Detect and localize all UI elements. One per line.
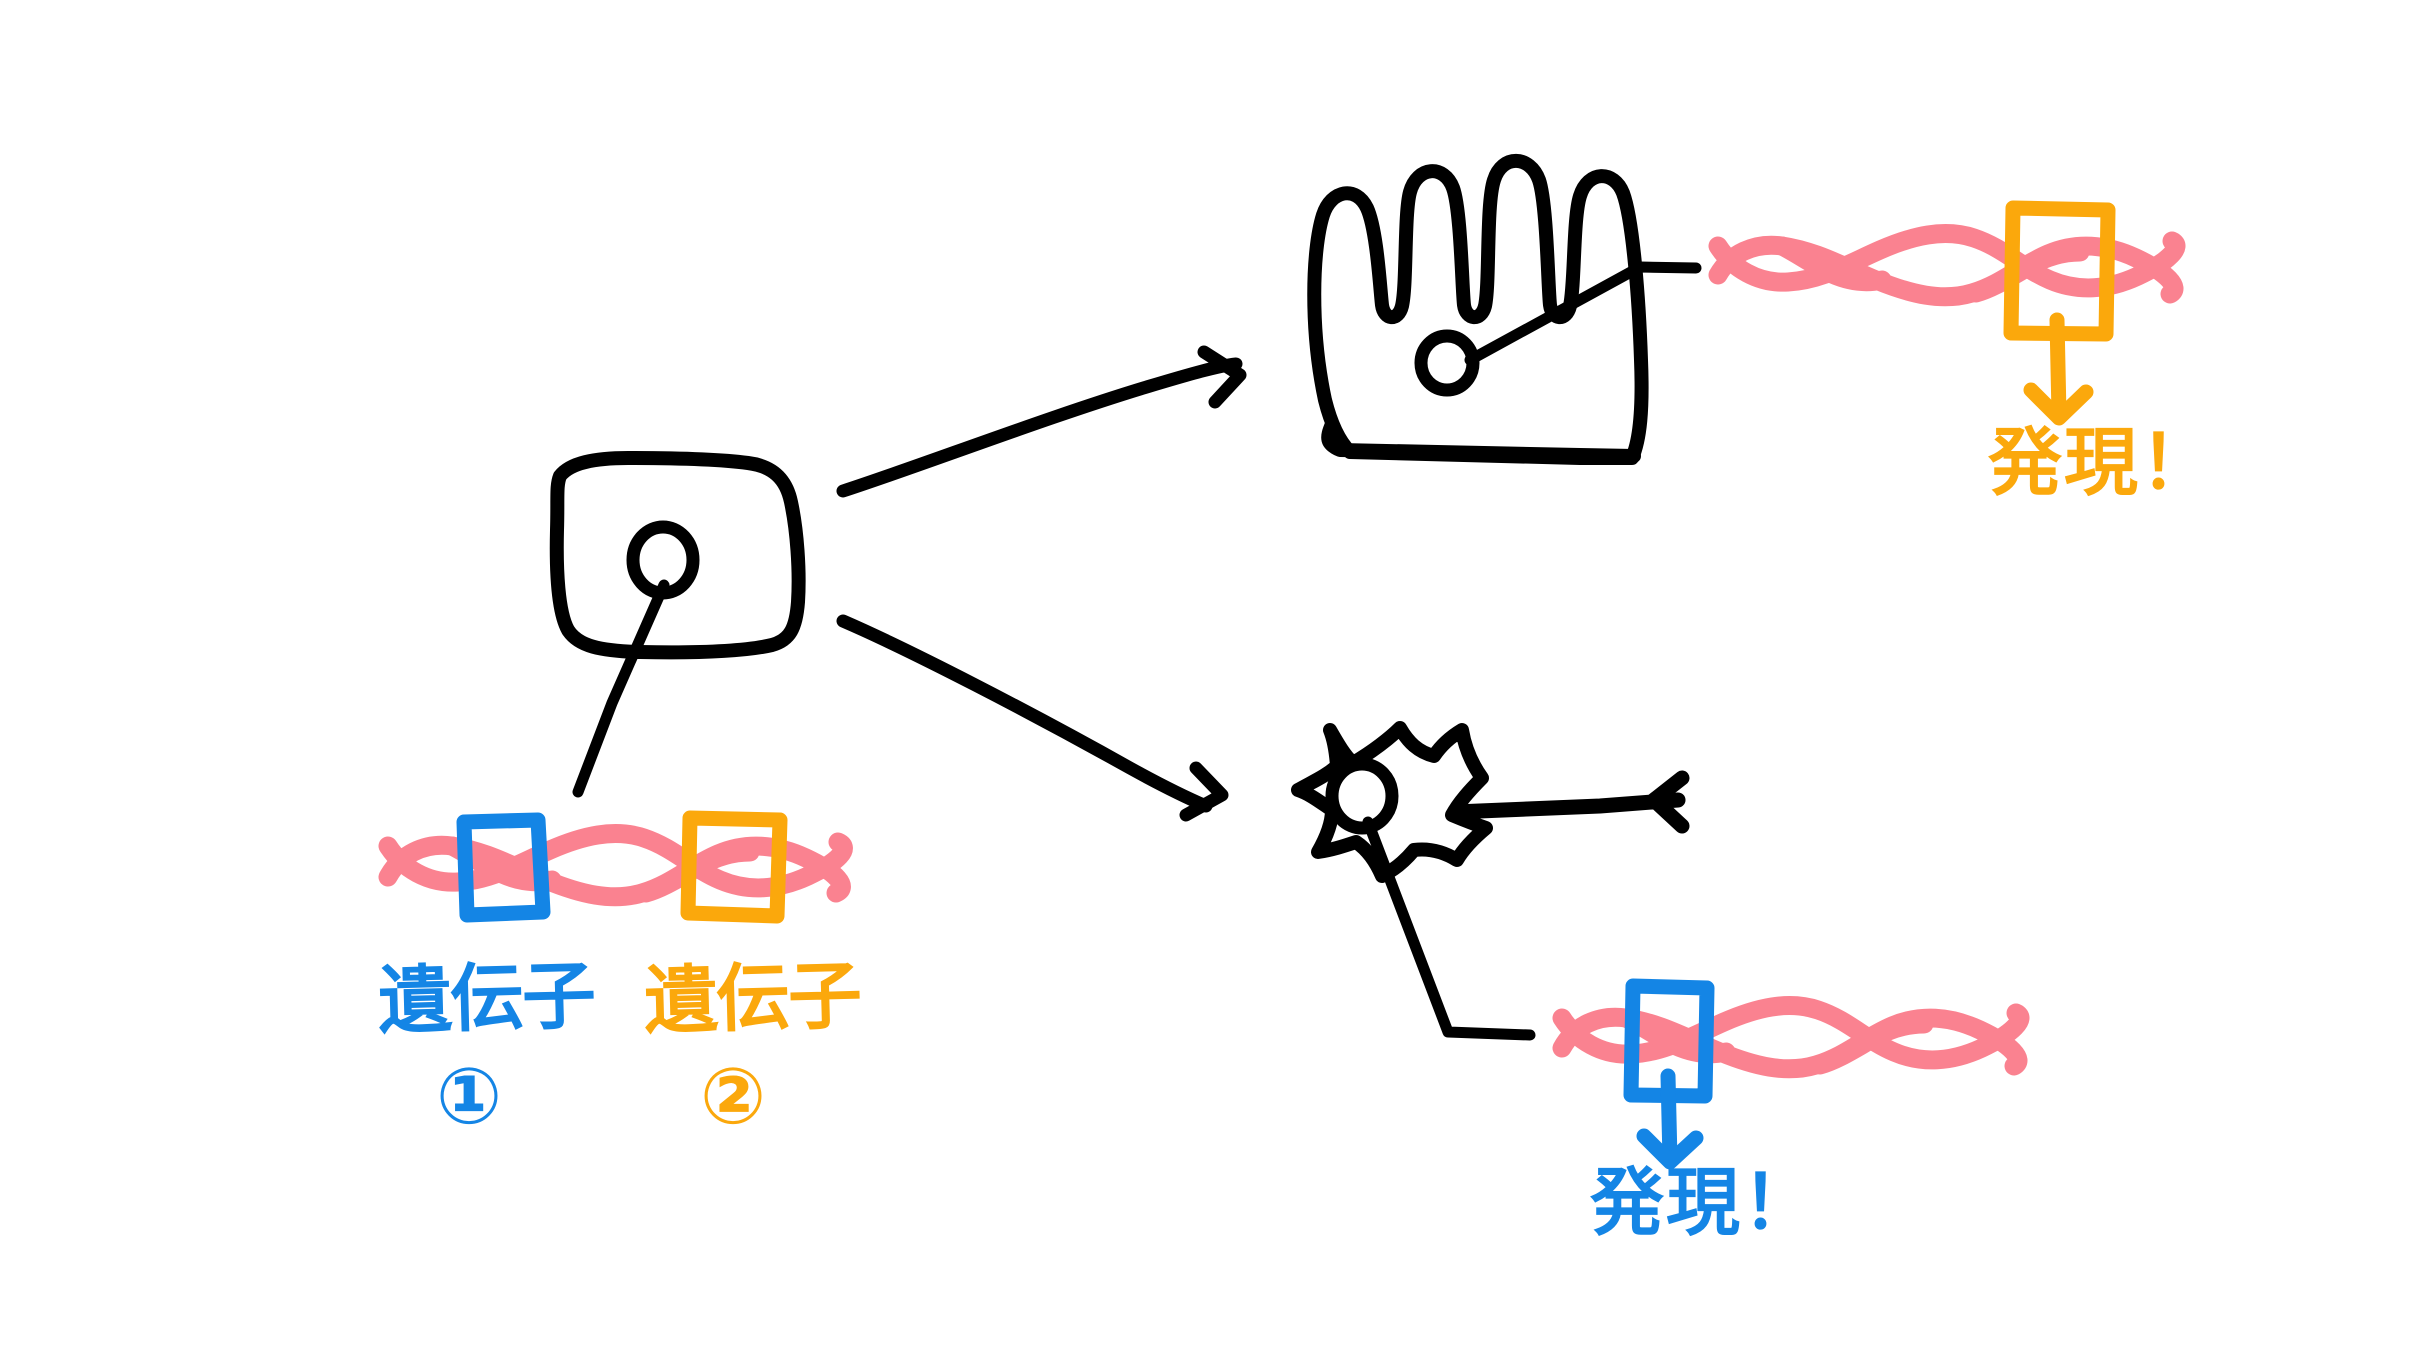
- neuron-axon: [1447, 792, 1686, 820]
- arrow-upper-shaft: [836, 357, 1243, 498]
- arrow-upper-head: [1197, 345, 1247, 409]
- hand-cell-dna-leader: [1464, 261, 1702, 366]
- blue-down-arrow: [1636, 1068, 1704, 1170]
- dna-strand-b: [378, 824, 853, 898]
- orange-down-arrow: [2023, 312, 2094, 426]
- neuron-dna-highlight-box: [1623, 978, 1715, 1104]
- expression-label-orange: 発現！: [1988, 420, 2216, 506]
- neuron-dna-leader: [1362, 816, 1536, 1041]
- gene1-highlight-box: [456, 812, 551, 923]
- orange-arrow-shaft: [2049, 312, 2067, 423]
- hand-cell-base-edge: [1321, 417, 1641, 463]
- neuron-dna-twist-2: [1810, 1014, 1934, 1075]
- gene2-label: 遺伝子: [642, 953, 862, 1045]
- gene2-highlight-box: [680, 810, 788, 924]
- hand-dna-twist-1: [1772, 236, 1892, 292]
- gene2-number-label: ②: [700, 1052, 767, 1142]
- arrow-lower-head: [1179, 761, 1229, 822]
- differentiation-arrow-lower: [836, 614, 1229, 822]
- blue-arrow-shaft: [1660, 1068, 1678, 1168]
- expression-label-blue: 発現！: [1590, 1160, 1818, 1246]
- hand-cell-dna-strand: [1708, 224, 2186, 307]
- neuron-cell: [1291, 721, 1690, 883]
- stem-cell-dna-leader: [572, 579, 670, 798]
- dna-twist-2: [636, 842, 760, 903]
- hand-dna-highlight-box: [2003, 200, 2116, 342]
- neuron-nucleus: [1325, 757, 1399, 835]
- neuron-soma: [1291, 721, 1493, 883]
- hand-dna-strand-b: [1708, 224, 2186, 298]
- gene1-number-label: ①: [436, 1052, 503, 1142]
- gene1-label: 遺伝子: [376, 953, 596, 1045]
- orange-arrow-head: [2023, 382, 2094, 426]
- differentiation-arrow-upper: [836, 345, 1247, 498]
- hand-cell-membrane: [1307, 153, 1649, 465]
- stem-cell-membrane: [549, 451, 806, 660]
- hand-dna-twist-2: [1966, 242, 2090, 303]
- neuron-axon-terminal: [1646, 770, 1690, 834]
- hand-shaped-cell: [1307, 153, 1649, 465]
- blue-arrow-head: [1636, 1128, 1704, 1170]
- stem-cell: [549, 451, 806, 660]
- arrow-lower-shaft: [836, 614, 1213, 813]
- hand-cell-nucleus: [1414, 329, 1480, 397]
